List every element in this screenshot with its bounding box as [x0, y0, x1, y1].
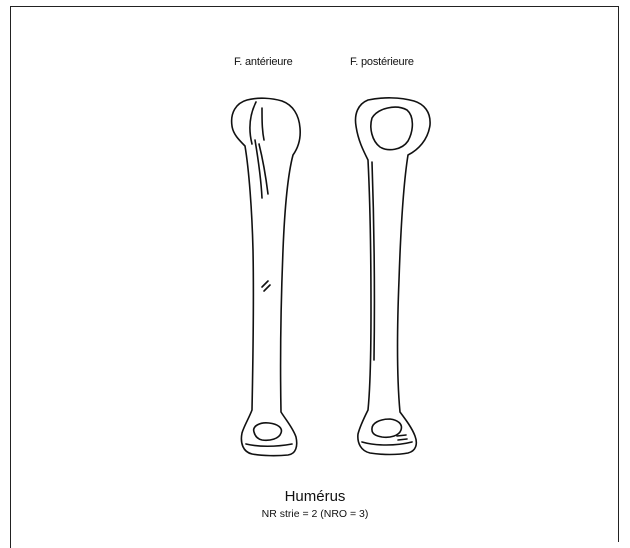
posterior-humerus-outline [356, 98, 431, 455]
cut-mark-2 [264, 285, 270, 291]
anterior-humerus-outline [232, 98, 301, 455]
posterior-head [371, 107, 413, 149]
anterior-condyle [254, 423, 282, 440]
anterior-humerus [232, 98, 301, 455]
anterior-head-line [250, 102, 256, 144]
posterior-fossa [372, 419, 402, 437]
figure-title: Humérus [0, 488, 630, 505]
anterior-ridge [262, 108, 264, 140]
posterior-mark-2 [398, 439, 407, 440]
posterior-humerus [356, 98, 431, 455]
anterior-distal-line [246, 444, 292, 446]
anterior-groove-2 [259, 144, 268, 194]
posterior-mark-1 [397, 435, 406, 436]
posterior-shaft-line [372, 162, 374, 360]
posterior-distal-line [362, 442, 412, 445]
cut-mark-1 [262, 281, 268, 287]
figure-subtitle: NR strie = 2 (NRO = 3) [0, 508, 630, 520]
